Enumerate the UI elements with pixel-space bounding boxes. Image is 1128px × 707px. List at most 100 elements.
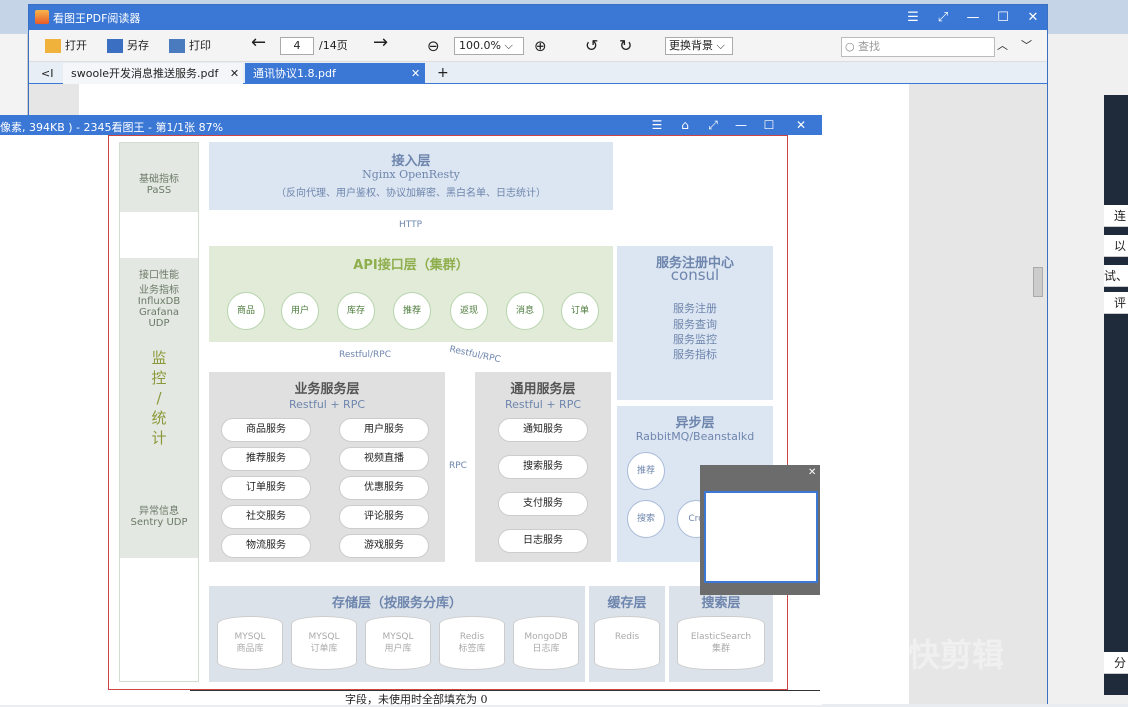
save-button[interactable]: 另存 [107, 36, 149, 56]
close-icon[interactable]: ✕ [229, 67, 240, 80]
api-layer: API接口层（集群） 商品 用户 库存 推荐 返现 消息 订单 [209, 246, 613, 342]
bg-text-1: 连 [1104, 205, 1128, 227]
close-button[interactable]: ✕ [1027, 10, 1039, 25]
rotate-left-icon[interactable]: ↺ [585, 36, 599, 55]
api-circle: 库存 [337, 292, 375, 330]
db-cylinder: MYSQL 用户库 [365, 616, 431, 670]
new-tab-icon[interactable]: + [437, 65, 449, 81]
db-cylinder: ElasticSearch 集群 [677, 616, 765, 670]
db-cylinder: MYSQL 商品库 [217, 616, 283, 670]
biz-sub: Restful + RPC [288, 398, 366, 411]
page-total: /14页 [319, 39, 348, 52]
close-button[interactable]: ✕ [795, 118, 807, 132]
search-input[interactable]: 查找 [841, 37, 995, 57]
biz-service: 商品服务 [221, 418, 311, 442]
biz-service: 视频直播 [339, 447, 429, 471]
thumbnail-preview [704, 491, 818, 583]
close-icon[interactable]: ✕ [808, 467, 817, 478]
close-icon[interactable]: ✕ [411, 67, 421, 80]
common-service: 日志服务 [498, 529, 588, 553]
biz-service: 评论服务 [339, 505, 429, 529]
document-text: 字段，未使用时全部填充为 0 [345, 693, 488, 706]
tab-swoole[interactable]: swoole开发消息推送服务.pdf ✕ [63, 63, 243, 84]
fullscreen-icon[interactable]: ⤢ [708, 118, 718, 132]
db-cylinder: Redis 标签库 [439, 616, 505, 670]
api-circle: 订单 [561, 292, 599, 330]
interface-metrics: 接口性能 业务指标 InfluxDB Grafana UDP [119, 258, 199, 348]
scrollbar-thumb[interactable] [1033, 267, 1043, 297]
search-icon: ○ [845, 40, 855, 53]
zoom-in-icon[interactable]: ⊕ [534, 37, 547, 55]
background-select[interactable]: 更换背景 ⌵ [665, 37, 733, 55]
open-label: 打开 [65, 39, 87, 52]
bg-text-2: 以机 [1104, 235, 1128, 257]
search-layer-title: 搜索层 [701, 596, 741, 611]
api-circle: 返现 [450, 292, 488, 330]
watermark: 快剪辑 [908, 636, 1005, 674]
save-icon [107, 39, 123, 53]
search-next-icon[interactable]: ﹀ [1021, 39, 1032, 52]
menu-icon[interactable]: ☰ [907, 10, 919, 25]
tab-protocol[interactable]: 通讯协议1.8.pdf ✕ [245, 63, 425, 84]
print-button[interactable]: 打印 [169, 36, 211, 56]
zoom-out-icon[interactable]: ⊖ [427, 37, 440, 55]
async-circle: 推荐 [627, 452, 665, 490]
biz-service: 用户服务 [339, 418, 429, 442]
async-circle: 搜索 [627, 500, 665, 538]
storage-layer: 存储层（按服务分库） MYSQL 商品库 MYSQL 订单库 MYSQL 用户库… [209, 586, 585, 682]
maximize-button[interactable]: ☐ [997, 10, 1009, 25]
page-number-input[interactable]: 4 [280, 37, 314, 55]
search-layer: 搜索层 ElasticSearch 集群 [669, 586, 773, 682]
cache-title: 缓存层 [607, 596, 647, 611]
window-title: 看图王PDF阅读器 [53, 12, 141, 25]
rotate-right-icon[interactable]: ↻ [619, 36, 633, 55]
access-desc: （反向代理、用户鉴权、协议加解密、黑白名单、日志统计） [276, 188, 546, 199]
registry-sub: consul [670, 266, 720, 284]
save-label: 另存 [127, 39, 149, 52]
fullscreen-icon[interactable]: ⤢ [937, 10, 949, 25]
thumbnail-navigator[interactable]: ✕ [700, 465, 820, 595]
document-table-row: 字段，未使用时全部填充为 0 [190, 690, 820, 706]
biz-service: 推荐服务 [221, 447, 311, 471]
biz-service: 物流服务 [221, 534, 311, 558]
registry-layer: 服务注册中心 consul 服务注册 服务查询 服务监控 服务指标 [617, 246, 773, 400]
common-layer: 通用服务层 Restful + RPC 通知服务 搜索服务 支付服务 日志服务 [475, 372, 611, 562]
rpc-label-3: RPC [449, 461, 467, 471]
image-viewer-title: 像素, 394KB ) - 2345看图王 - 第1/1张 87% [0, 121, 224, 134]
prev-page-icon[interactable]: ← [251, 32, 267, 53]
maximize-button[interactable]: ☐ [763, 118, 775, 132]
error-info: 异常信息 Sentry UDP [119, 468, 199, 558]
print-label: 打印 [189, 39, 211, 52]
biz-service: 游戏服务 [339, 534, 429, 558]
folder-icon [45, 39, 61, 53]
open-button[interactable]: 打开 [45, 36, 87, 56]
registry-item: 服务注册 [673, 302, 717, 315]
storage-title: 存储层（按服务分库） [331, 596, 462, 611]
background-value: 更换背景 [669, 39, 713, 52]
minimize-button[interactable]: — [966, 10, 980, 25]
toolbar: 打开 另存 打印 ← 4 /14页 → ⊖ 100.0% ⌵ ⊕ ↺ ↻ 更换背… [29, 30, 1047, 62]
zoom-value: 100.0% [459, 39, 501, 52]
biz-title: 业务服务层 [294, 382, 360, 397]
biz-service: 订单服务 [221, 476, 311, 500]
cache-layer: 缓存层 Redis [589, 586, 665, 682]
api-circle: 消息 [506, 292, 544, 330]
common-sub: Restful + RPC [504, 398, 582, 411]
common-service: 支付服务 [498, 492, 588, 516]
minimize-button[interactable]: — [735, 118, 747, 132]
next-page-icon[interactable]: → [373, 32, 389, 53]
db-cylinder: MYSQL 订单库 [291, 616, 357, 670]
tab-label: swoole开发消息推送服务.pdf [71, 67, 219, 80]
biz-service: 优惠服务 [339, 476, 429, 500]
sidebar-toggle-icon[interactable]: <I [41, 67, 54, 80]
search-prev-icon[interactable]: ︿ [997, 39, 1008, 52]
zoom-select[interactable]: 100.0% ⌵ [454, 37, 524, 55]
print-icon [169, 39, 185, 53]
skin-icon[interactable]: ⌂ [681, 118, 689, 132]
monitor-label: 监 控 / 统 计 [119, 348, 199, 468]
db-cylinder: Redis [594, 616, 660, 670]
access-layer: 接入层 Nginx OpenResty （反向代理、用户鉴权、协议加解密、黑白名… [209, 142, 613, 210]
common-service: 搜索服务 [498, 455, 588, 479]
menu-icon[interactable]: ☰ [651, 118, 663, 132]
db-cylinder: MongoDB 日志库 [513, 616, 579, 670]
